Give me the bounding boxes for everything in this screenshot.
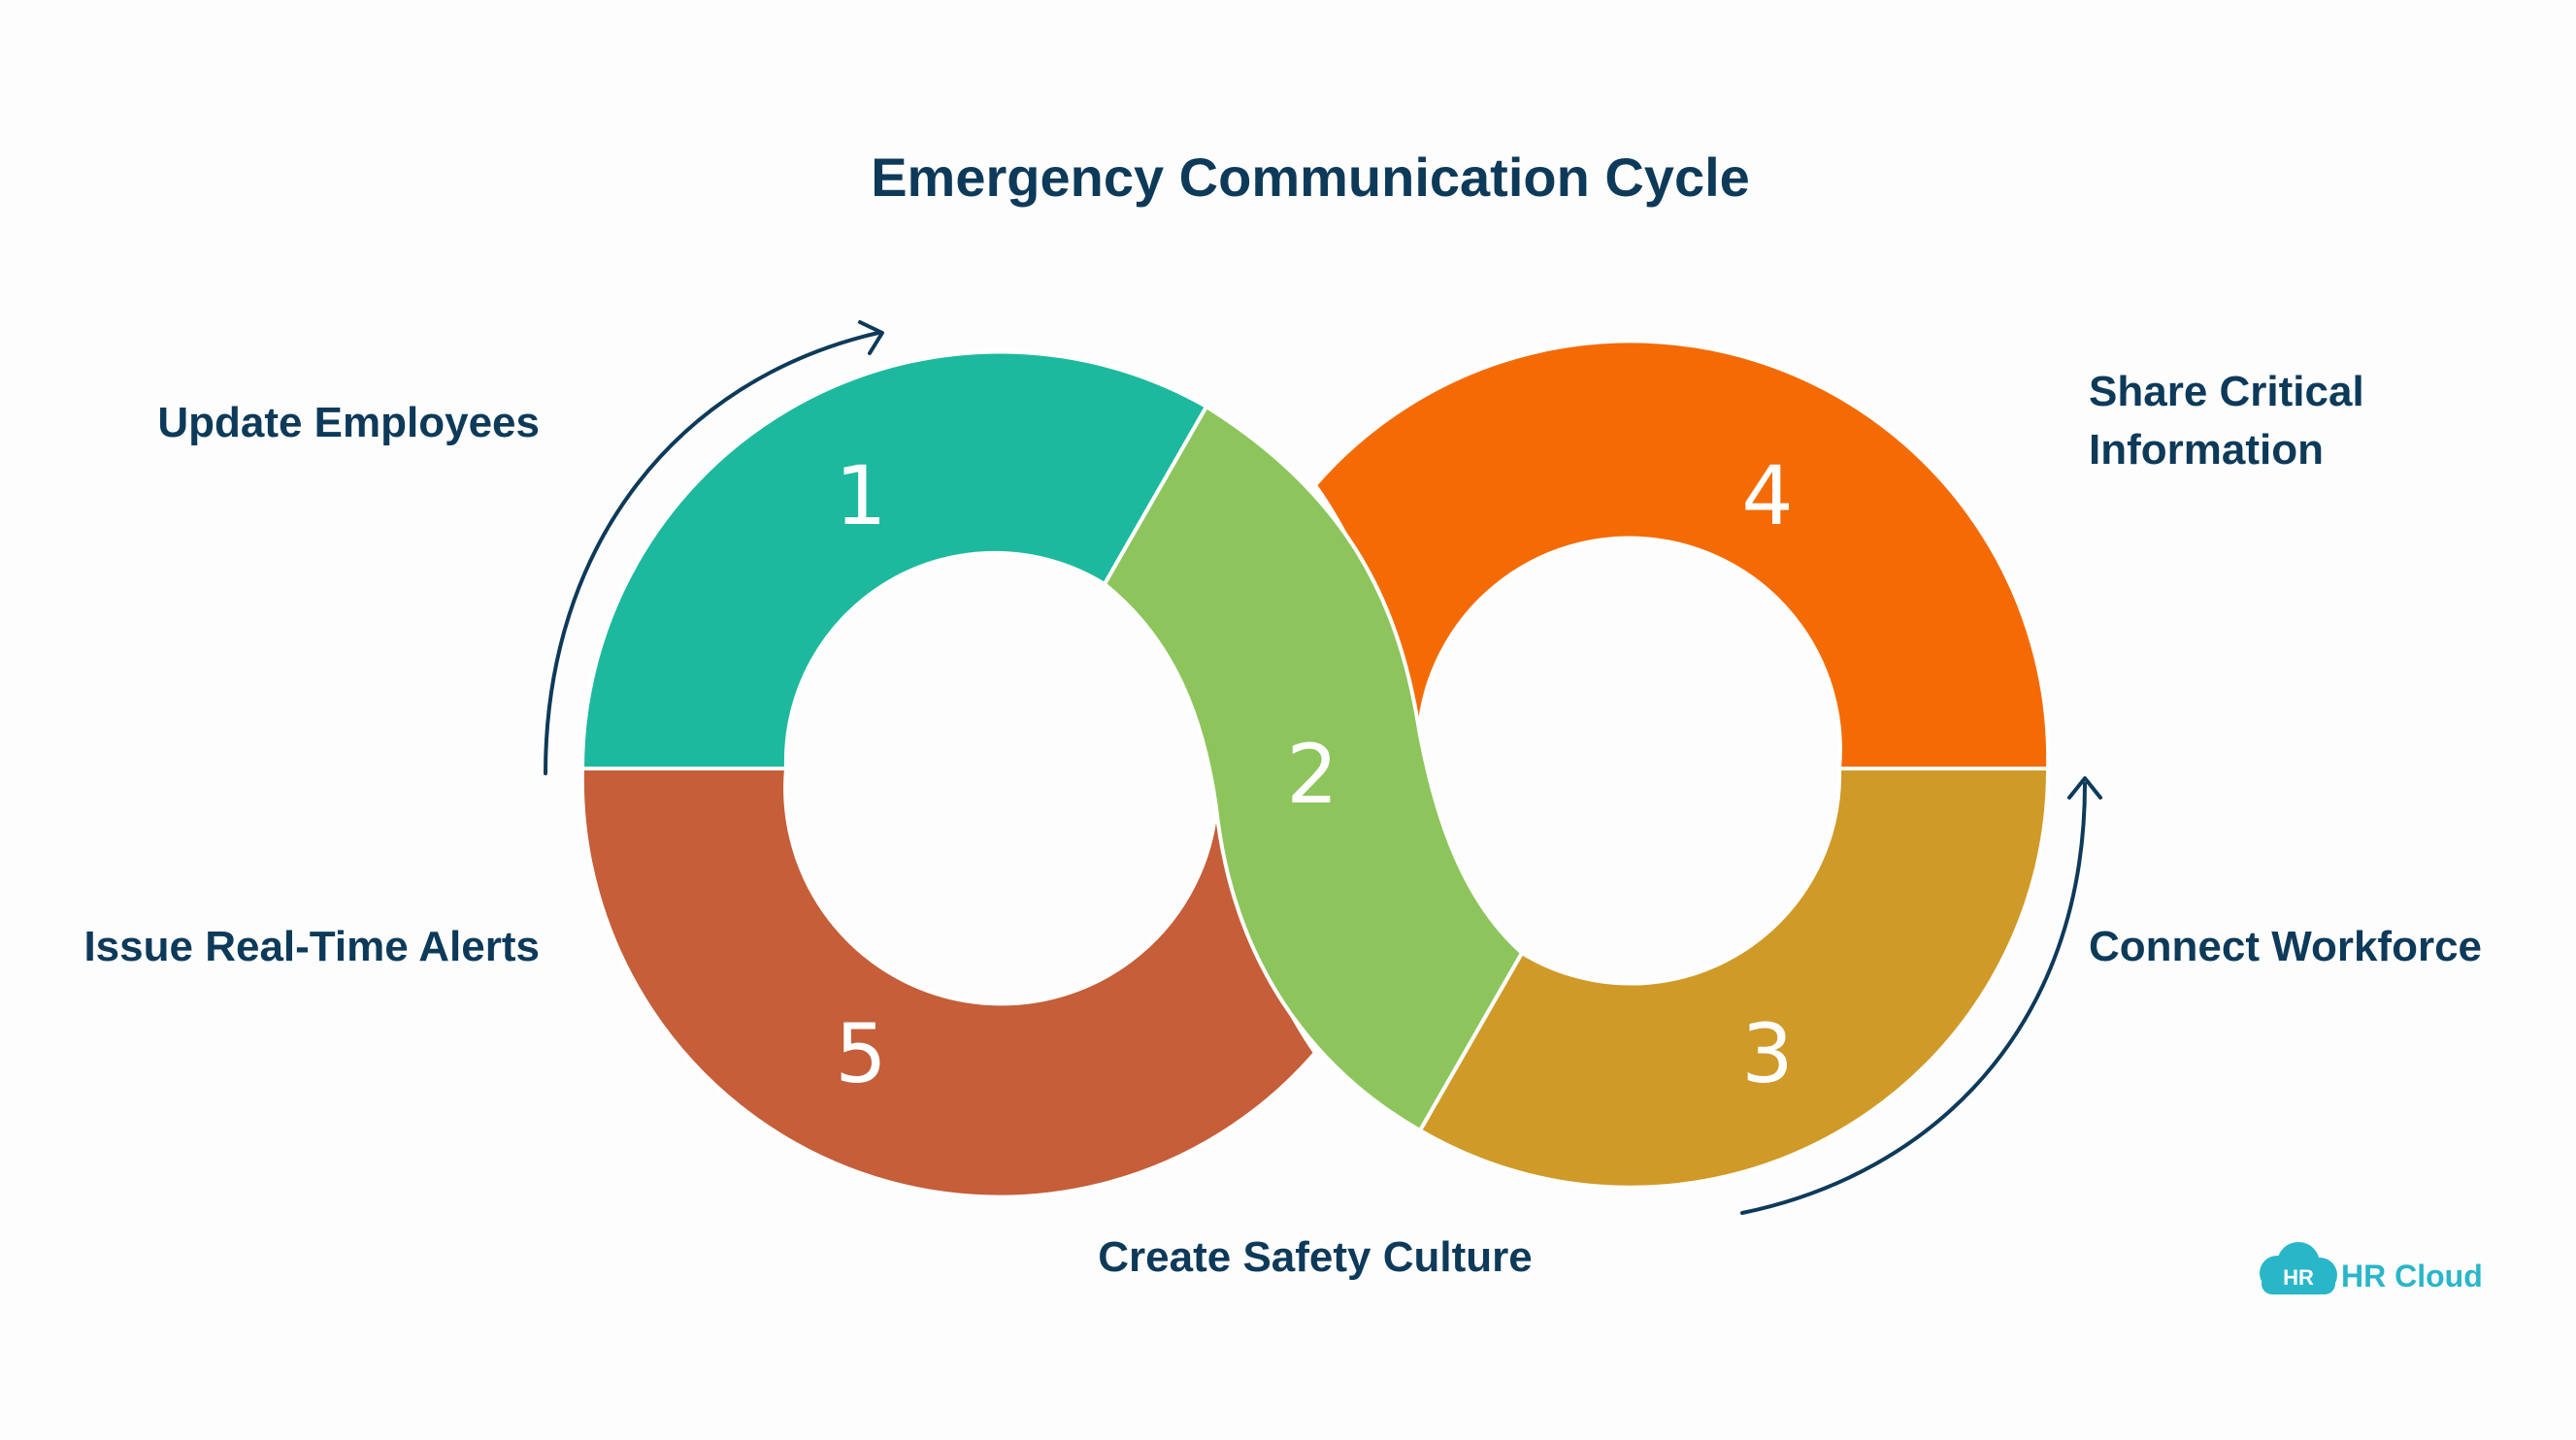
cycle-arrow-right-head	[2067, 776, 2102, 800]
step-number-1: 1	[835, 448, 886, 543]
segment-3-connect-workforce	[1417, 767, 2051, 1190]
step-label-share-critical-information: Share Critical Information	[2089, 368, 2376, 474]
step-number-5: 5	[835, 1006, 886, 1101]
cloud-icon: HR	[2260, 1242, 2337, 1294]
step-label-issue-real-time-alerts: Issue Real-Time Alerts	[83, 923, 540, 970]
cycle-arrow-right	[1740, 782, 2087, 1215]
logo-badge-text: HR	[2283, 1265, 2314, 1290]
segment-2-create-safety-culture	[1102, 404, 1525, 1133]
diagram-title: Emergency Communication Cycle	[871, 147, 1750, 208]
step-number-2: 2	[1286, 727, 1338, 822]
segment-5-issue-real-time-alerts	[579, 767, 1318, 1199]
step-number-3: 3	[1741, 1006, 1793, 1101]
segment-4-share-critical-information	[1312, 339, 2051, 770]
step-label-share-critical-line-2: Information	[2089, 426, 2324, 474]
step-label-create-safety-culture: Create Safety Culture	[1098, 1233, 1532, 1281]
step-label-update-employees: Update Employees	[157, 399, 540, 446]
step-label-connect-workforce: Connect Workforce	[2089, 923, 2482, 970]
logo-text: HR Cloud	[2341, 1259, 2483, 1293]
cycle-arrow-left-head	[858, 320, 884, 355]
step-label-share-critical-line-1: Share Critical	[2089, 368, 2364, 415]
hr-cloud-logo: HR HR Cloud	[2260, 1242, 2483, 1294]
step-number-4: 4	[1741, 448, 1793, 543]
cycle-arrow-left	[544, 331, 880, 775]
segment-1-update-employees	[579, 349, 1209, 770]
